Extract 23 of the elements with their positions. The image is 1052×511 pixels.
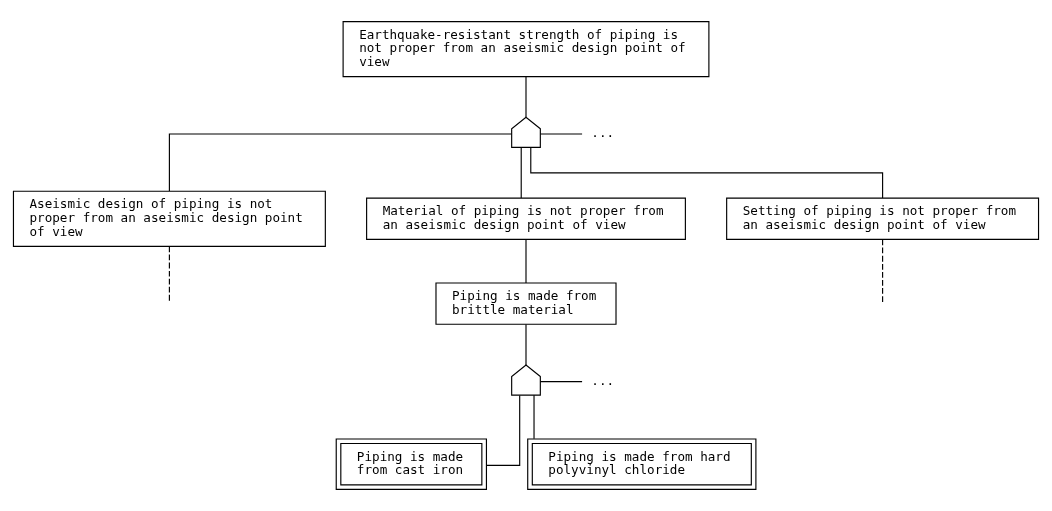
node-gate [511, 116, 541, 148]
connector [525, 323, 527, 366]
connector [525, 76, 527, 118]
node-box: Earthquake-resistant strength of piping is not proper from an aseismic design point of view [342, 21, 710, 78]
node-text: ... [591, 372, 615, 388]
connector [539, 133, 583, 135]
connector [525, 239, 527, 284]
connector [168, 133, 513, 192]
node-box: Piping is made from hard polyvinyl chloride [527, 438, 757, 490]
node-box: Piping is made from brittle material [435, 282, 617, 325]
connector [533, 394, 535, 440]
connector [539, 381, 583, 383]
node-box: Setting of piping is not proper from an aseismic design point of view [726, 197, 1040, 241]
node-text: ... [591, 125, 615, 141]
node-box: Piping is made from cast iron [335, 438, 487, 490]
connector [882, 239, 884, 304]
node-box: Aseismic design of piping is not proper from an aseismic design point of view [12, 190, 326, 247]
connector [486, 394, 521, 466]
node-box: Material of piping is not proper from an aseismic design point of view [366, 197, 686, 241]
node-gate [511, 364, 541, 396]
connector [530, 147, 884, 199]
connector [520, 147, 522, 199]
connector [168, 246, 170, 304]
